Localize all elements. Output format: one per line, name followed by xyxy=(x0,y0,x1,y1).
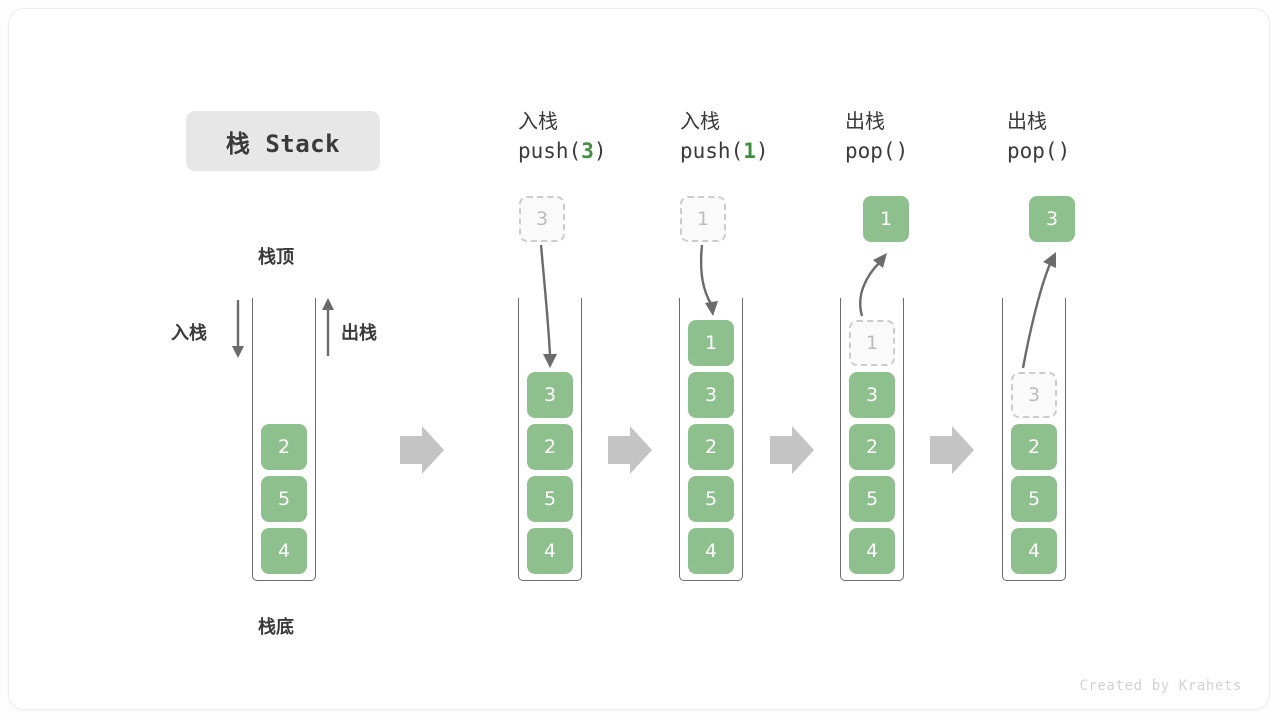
stack-cell: 4 xyxy=(527,528,573,574)
push-direction-label: 入栈 xyxy=(171,323,207,344)
code-pre: pop( xyxy=(845,139,896,163)
stack-cell: 2 xyxy=(527,424,573,470)
stack-cell: 1 xyxy=(688,320,734,366)
code-pre: pop( xyxy=(1007,139,1058,163)
stack-cell: 5 xyxy=(849,476,895,522)
code-pre: push( xyxy=(518,139,582,163)
stack-top-label: 栈顶 xyxy=(258,247,294,268)
stack-cell: 2 xyxy=(688,424,734,470)
code-arg: 3 xyxy=(581,139,594,163)
stack-bottom-label: 栈底 xyxy=(258,617,294,638)
stack-container-pop-1 xyxy=(840,298,904,581)
floating-cell-ghost: 1 xyxy=(680,196,726,242)
stack-container-push-3 xyxy=(518,298,582,581)
title-chip: 栈 Stack xyxy=(186,111,380,171)
column-header-pop-3: 出栈 pop() xyxy=(1007,107,1177,167)
column-header-cn: 出栈 xyxy=(845,109,885,133)
floating-cell-ghost: 3 xyxy=(519,196,565,242)
stack-cell: 2 xyxy=(849,424,895,470)
code-post: ) xyxy=(755,139,769,163)
stack-cell: 4 xyxy=(261,528,307,574)
column-header-push-1: 入栈 push(1) xyxy=(680,107,850,167)
stack-cell: 5 xyxy=(1011,476,1057,522)
stack-cell: 3 xyxy=(688,372,734,418)
stack-cell: 4 xyxy=(688,528,734,574)
stack-container-pop-3 xyxy=(1002,298,1066,581)
stack-container-push-1 xyxy=(679,298,743,581)
column-header-cn: 入栈 xyxy=(518,109,558,133)
column-header-code: pop() xyxy=(845,135,1015,167)
floating-cell-popped: 1 xyxy=(863,196,909,242)
stack-cell-ghost: 3 xyxy=(1011,372,1057,418)
stack-container-initial xyxy=(252,298,316,581)
stack-cell: 3 xyxy=(527,372,573,418)
stack-cell: 2 xyxy=(261,424,307,470)
pop-direction-label: 出栈 xyxy=(341,323,377,344)
stack-cell: 5 xyxy=(688,476,734,522)
stack-cell: 5 xyxy=(527,476,573,522)
stack-cell: 2 xyxy=(1011,424,1057,470)
stack-cell: 4 xyxy=(1011,528,1057,574)
column-header-pop-1: 出栈 pop() xyxy=(845,107,1015,167)
code-arg: 1 xyxy=(743,139,756,163)
column-header-code: pop() xyxy=(1007,135,1177,167)
code-post: ) xyxy=(895,139,909,163)
stack-cell: 4 xyxy=(849,528,895,574)
column-header-push-3: 入栈 push(3) xyxy=(518,107,688,167)
floating-cell-popped: 3 xyxy=(1029,196,1075,242)
column-header-code: push(3) xyxy=(518,135,688,167)
column-header-cn: 入栈 xyxy=(680,109,720,133)
code-post: ) xyxy=(1057,139,1071,163)
stack-cell-ghost: 1 xyxy=(849,320,895,366)
watermark: Created by Krahets xyxy=(1079,678,1242,694)
code-post: ) xyxy=(593,139,607,163)
column-header-code: push(1) xyxy=(680,135,850,167)
stack-cell: 5 xyxy=(261,476,307,522)
column-header-cn: 出栈 xyxy=(1007,109,1047,133)
stack-cell: 3 xyxy=(849,372,895,418)
code-pre: push( xyxy=(680,139,744,163)
